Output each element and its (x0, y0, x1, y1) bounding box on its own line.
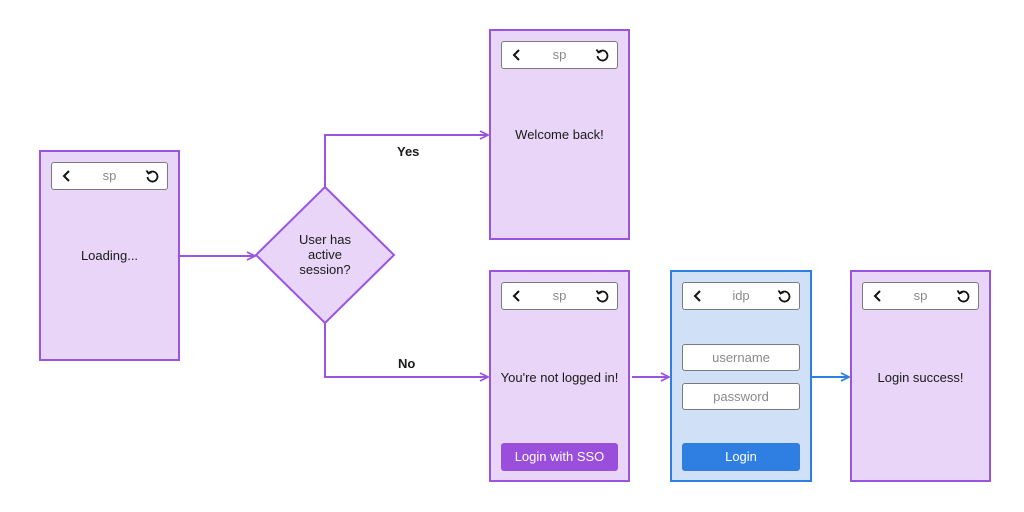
reload-icon[interactable] (595, 48, 609, 62)
login-button[interactable]: Login (682, 443, 800, 471)
decision-label: User has active session? (285, 232, 365, 277)
decision-label-line: User has (298, 232, 352, 247)
address-bar[interactable]: sp (501, 41, 618, 69)
back-arrow-icon[interactable] (510, 289, 524, 303)
url-host: sp (552, 47, 567, 62)
welcome-message: Welcome back! (515, 127, 604, 142)
login-with-sso-button[interactable]: Login with SSO (501, 443, 618, 471)
back-arrow-icon[interactable] (510, 48, 524, 62)
decision-label-line: active (308, 247, 342, 262)
password-field[interactable]: password (682, 383, 800, 410)
not-logged-in-message: You're not logged in! (500, 370, 619, 385)
address-bar[interactable]: sp (51, 162, 168, 190)
idp-login-screen: idp username password Login (670, 270, 812, 482)
reload-icon[interactable] (777, 289, 791, 303)
url-host: sp (552, 288, 567, 303)
back-arrow-icon[interactable] (691, 289, 705, 303)
back-arrow-icon[interactable] (871, 289, 885, 303)
url-host: sp (102, 168, 117, 183)
loading-screen: sp Loading... (39, 150, 180, 361)
login-success-screen: sp Login success! (850, 270, 991, 482)
reload-icon[interactable] (145, 169, 159, 183)
arrow-no (324, 323, 488, 377)
address-bar[interactable]: idp (682, 282, 800, 310)
back-arrow-icon[interactable] (60, 169, 74, 183)
url-host: sp (913, 288, 928, 303)
reload-icon[interactable] (956, 289, 970, 303)
username-field[interactable]: username (682, 344, 800, 371)
decision-label-line: session? (299, 262, 351, 277)
not-logged-in-screen: sp You're not logged in! Login with SSO (489, 270, 630, 482)
reload-icon[interactable] (595, 289, 609, 303)
loading-message: Loading... (80, 248, 139, 263)
arrow-yes (324, 135, 488, 187)
login-success-message: Login success! (877, 370, 964, 385)
address-bar[interactable]: sp (862, 282, 979, 310)
url-host: idp (732, 288, 750, 303)
address-bar[interactable]: sp (501, 282, 618, 310)
welcome-screen: sp Welcome back! (489, 29, 630, 240)
yes-label: Yes (397, 144, 420, 159)
no-label: No (398, 356, 416, 371)
